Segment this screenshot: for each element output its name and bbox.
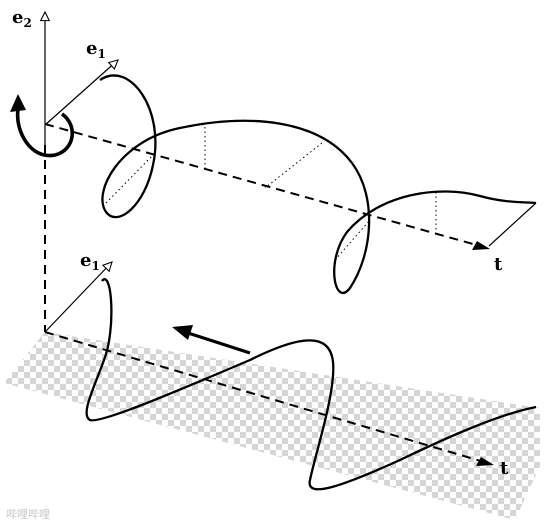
- checkered-plane: [4, 332, 540, 520]
- t-axis-top: [44, 123, 481, 247]
- t-bottom-label: t: [500, 458, 509, 479]
- e1-top-label-sub: 1: [97, 47, 105, 61]
- t-axis-bottom: [44, 331, 485, 463]
- rotation-arrowhead: [10, 94, 26, 112]
- t-axis-bottom-arrowhead: [476, 457, 494, 466]
- dotted-connector-1: [105, 152, 156, 204]
- e2-label: e2: [12, 7, 32, 30]
- t-axis-top-arrowhead: [472, 241, 490, 250]
- dotted-connector-3: [264, 142, 323, 189]
- helix-end-line: [488, 202, 537, 247]
- e1-bottom-label: e1: [80, 250, 100, 273]
- projected-wave: [85, 278, 537, 491]
- e1-axis-bottom: [44, 262, 112, 333]
- t-top-label: t: [494, 254, 503, 275]
- e2-label-sub: 2: [23, 16, 31, 30]
- e2-label-base: e: [12, 7, 23, 28]
- watermark: 哔哩哔哩: [6, 508, 50, 521]
- rotation-arrow: [15, 109, 75, 158]
- e1-bottom-label-sub: 1: [91, 259, 99, 273]
- direction-arrowhead: [172, 325, 193, 340]
- direction-arrow: [184, 330, 251, 355]
- e1-top-label-base: e: [86, 38, 97, 59]
- e1-top-label: e1: [86, 38, 106, 61]
- e1-axis-top: [44, 60, 118, 126]
- helix-curve: [99, 74, 537, 295]
- e1-bottom-label-base: e: [80, 250, 91, 271]
